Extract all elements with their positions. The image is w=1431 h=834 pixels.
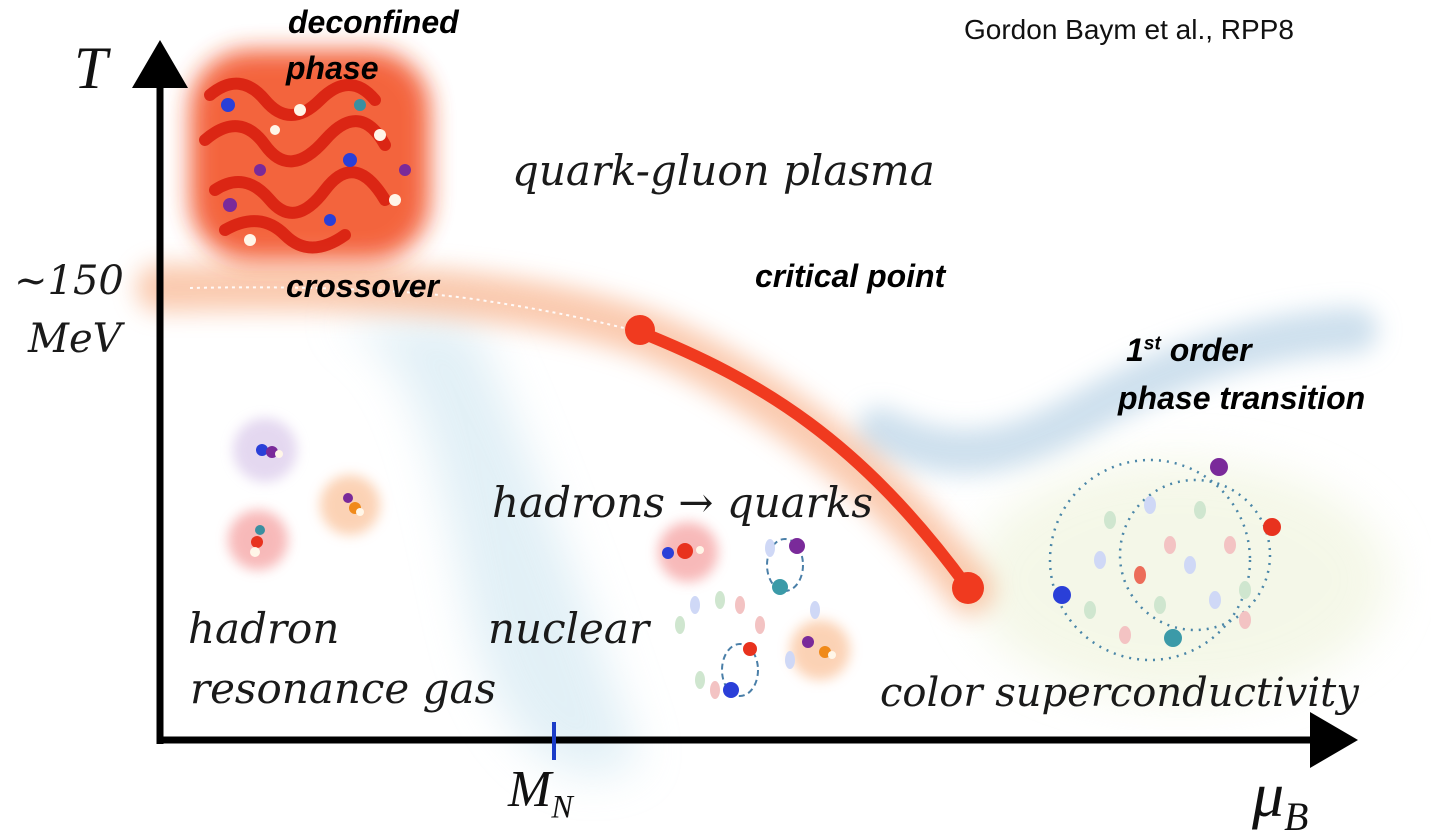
nuclear-cluster bbox=[658, 522, 850, 699]
first-order-band bbox=[857, 307, 1378, 475]
y-axis-symbol: T bbox=[74, 35, 108, 101]
axes bbox=[132, 40, 1358, 768]
first-order-line bbox=[634, 326, 974, 594]
critical-point-label: critical point bbox=[755, 258, 946, 294]
end-point-marker bbox=[952, 572, 984, 604]
nuclear-region-shading bbox=[330, 320, 640, 775]
citation: Gordon Baym et al., RPP8 bbox=[964, 14, 1294, 45]
hadrons-quarks-label: hadrons → quarks bbox=[492, 478, 873, 527]
hadron-label-line2: resonance gas bbox=[190, 664, 497, 713]
color-sc-label: color superconductivity bbox=[880, 670, 1359, 716]
deconfined-label-line1: deconfined bbox=[288, 4, 459, 40]
first-order-label-line2: phase transition bbox=[1118, 380, 1366, 416]
first-order-label-line1: 1st order bbox=[1126, 332, 1252, 368]
superconductivity-glow bbox=[970, 460, 1390, 700]
deconfined-label-line2: phase bbox=[286, 50, 379, 86]
deconfined-phase-blob bbox=[190, 50, 430, 260]
x-axis-symbol: μB bbox=[1252, 759, 1309, 834]
crossover-dotted-line bbox=[189, 286, 641, 333]
cfl-cluster bbox=[1048, 458, 1281, 662]
y-tick-unit: MeV bbox=[28, 316, 122, 362]
x-tick-label: MN bbox=[508, 761, 573, 825]
crossover-label: crossover bbox=[286, 268, 439, 304]
qgp-label: quark-gluon plasma bbox=[512, 146, 935, 195]
y-tick-value: ~150 bbox=[14, 258, 124, 304]
hadron-label-line1: hadron bbox=[188, 604, 340, 653]
critical-point-marker bbox=[625, 315, 655, 345]
nuclear-label: nuclear bbox=[488, 604, 650, 653]
hadron-particles bbox=[228, 418, 380, 570]
